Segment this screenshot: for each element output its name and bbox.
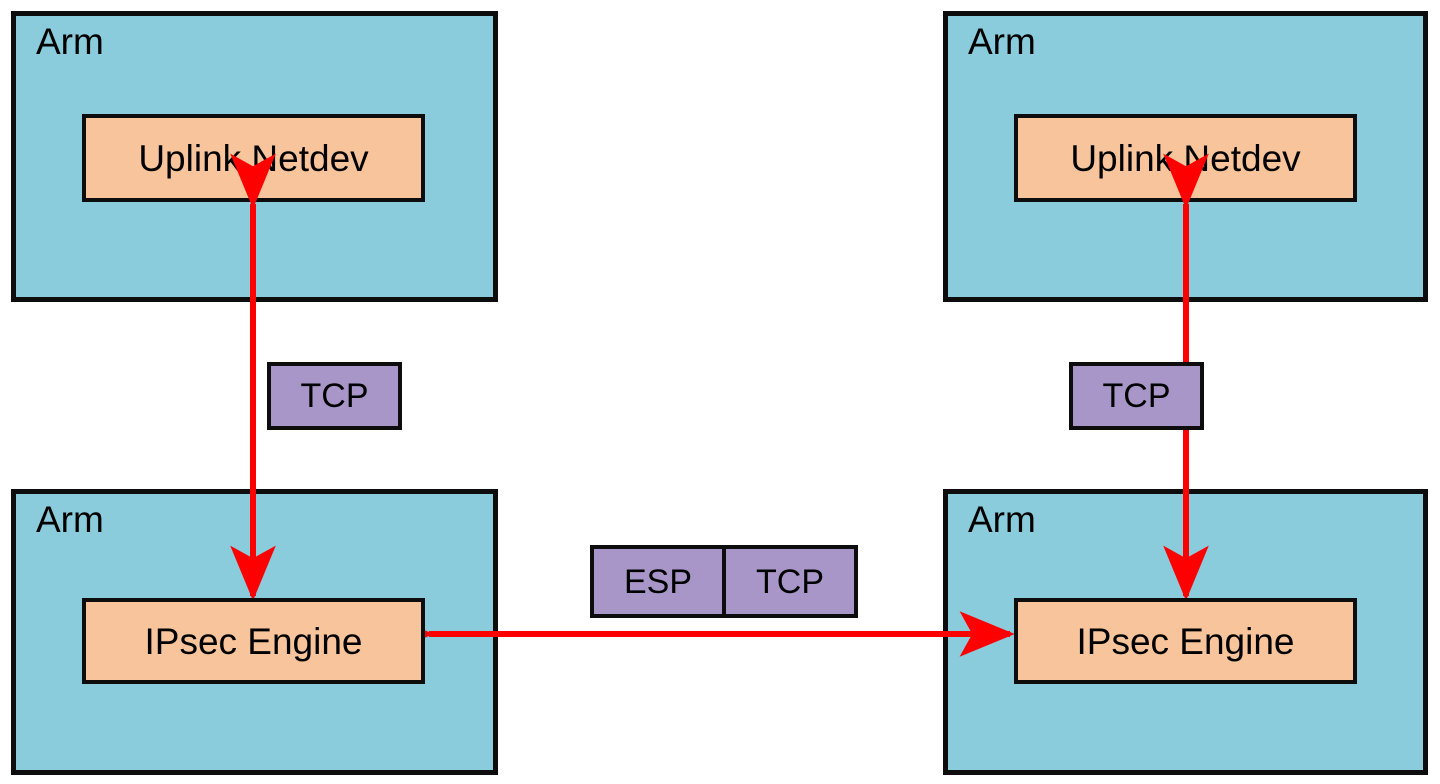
node-ipsec-engine-left: IPsec Engine — [82, 598, 425, 684]
node-label: Uplink Netdev — [1070, 137, 1301, 179]
node-uplink-netdev-left: Uplink Netdev — [82, 114, 425, 202]
packet-label-esp-tcp: ESP TCP — [590, 545, 858, 618]
packet-label-tcp-right: TCP — [1069, 362, 1204, 430]
node-label: IPsec Engine — [1076, 620, 1295, 662]
node-label: IPsec Engine — [144, 620, 363, 662]
node-label: Uplink Netdev — [138, 137, 369, 179]
node-ipsec-engine-right: IPsec Engine — [1014, 598, 1357, 684]
packet-cell-tcp: TCP — [300, 377, 369, 415]
packet-cell-tcp: TCP — [1102, 377, 1171, 415]
domain-label: Arm — [36, 499, 104, 540]
packet-cell-esp: ESP — [623, 562, 693, 601]
domain-label: Arm — [36, 21, 104, 62]
packet-cell-tcp: TCP — [722, 549, 854, 614]
node-uplink-netdev-right: Uplink Netdev — [1014, 114, 1357, 202]
packet-label-tcp-left: TCP — [267, 362, 402, 430]
domain-label: Arm — [968, 21, 1036, 62]
domain-label: Arm — [968, 499, 1036, 540]
